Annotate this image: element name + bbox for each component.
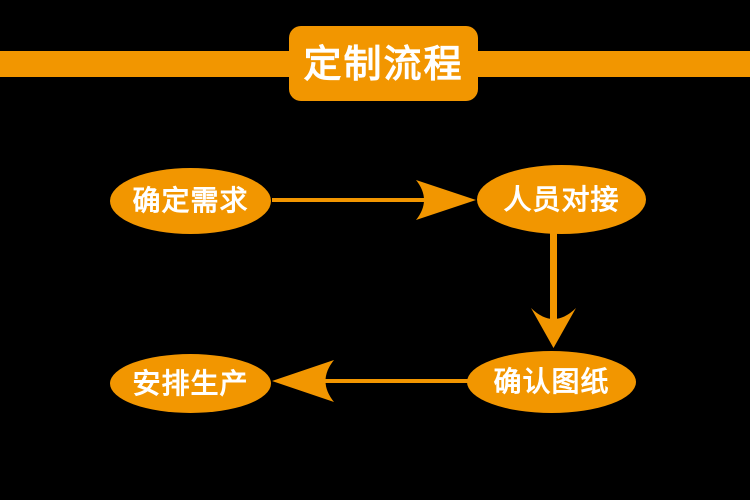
edge-drawings-to-production: [272, 360, 470, 402]
flow-node-drawings-label: 确认图纸: [493, 365, 610, 398]
header-title-box: 定制流程: [289, 26, 478, 101]
edge-requirements-to-personnel: [272, 180, 476, 220]
flow-node-personnel-label: 人员对接: [503, 182, 620, 216]
flow-node-drawings[interactable]: 确认图纸: [467, 351, 636, 413]
flow-node-production-label: 安排生产: [132, 366, 249, 400]
page-title: 定制流程: [303, 41, 464, 86]
edge-personnel-to-drawings: [531, 233, 576, 348]
flow-node-requirements[interactable]: 确定需求: [110, 168, 271, 234]
flow-node-production[interactable]: 安排生产: [110, 354, 271, 413]
flow-node-requirements-label: 确定需求: [132, 184, 249, 217]
flow-node-personnel[interactable]: 人员对接: [477, 165, 646, 234]
